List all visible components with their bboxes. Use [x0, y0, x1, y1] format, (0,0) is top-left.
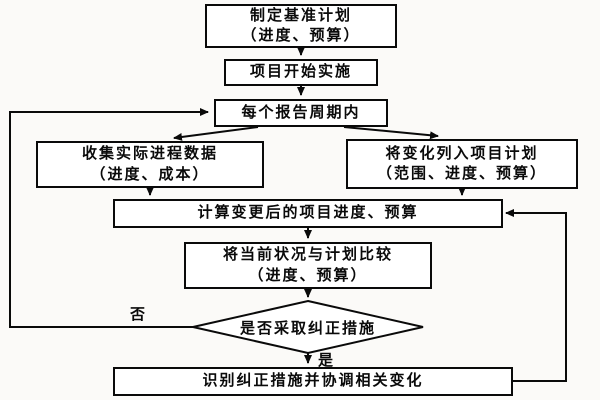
arrow-period-to-changes	[343, 126, 439, 140]
node-incorporate-changes: 将变化列入项目计划 （范围、进度、预算）	[346, 139, 578, 189]
node-collect-data: 收集实际进程数据 （进度、成本）	[36, 141, 264, 188]
label-yes: 是	[318, 352, 334, 369]
node-calc-updated-schedule: 计算变更后的项目进度、预算	[113, 199, 503, 228]
node-incorporate-changes-text1: 将变化列入项目计划	[385, 144, 539, 162]
node-report-period: 每个报告周期内	[214, 99, 388, 127]
loop-decision-no-to-period	[9, 108, 209, 328]
loop-identify-to-calc	[505, 209, 567, 382]
node-decision: 是否采取纠正措施	[193, 313, 423, 341]
node-compare-status-text2: （进度、预算）	[248, 266, 368, 284]
node-baseline-plan: 制定基准计划 （进度、预算）	[205, 4, 397, 48]
node-baseline-plan-text1: 制定基准计划	[249, 6, 352, 24]
label-no: 否	[130, 306, 146, 323]
node-baseline-plan-text2: （进度、预算）	[241, 27, 361, 44]
node-identify-actions: 识别纠正措施并协调相关变化	[113, 367, 513, 396]
node-collect-data-text1: 收集实际进程数据	[81, 145, 218, 163]
node-incorporate-changes-text2: （范围、进度、预算）	[376, 165, 547, 182]
arrow-period-to-collect	[173, 126, 259, 141]
node-project-start: 项目开始实施	[224, 59, 378, 86]
node-decision-text: 是否采取纠正措施	[239, 319, 376, 337]
node-collect-data-text2: （进度、成本）	[90, 165, 210, 183]
decision-diamond-shape	[192, 299, 424, 355]
node-identify-actions-text: 识别纠正措施并协调相关变化	[202, 372, 424, 390]
node-report-period-text: 每个报告周期内	[241, 103, 361, 121]
node-compare-status: 将当前状况与计划比较 （进度、预算）	[184, 242, 432, 289]
node-project-start-text: 项目开始实施	[249, 63, 352, 81]
node-calc-updated-schedule-text: 计算变更后的项目进度、预算	[197, 204, 419, 222]
node-compare-status-text1: 将当前状况与计划比较	[222, 246, 393, 264]
